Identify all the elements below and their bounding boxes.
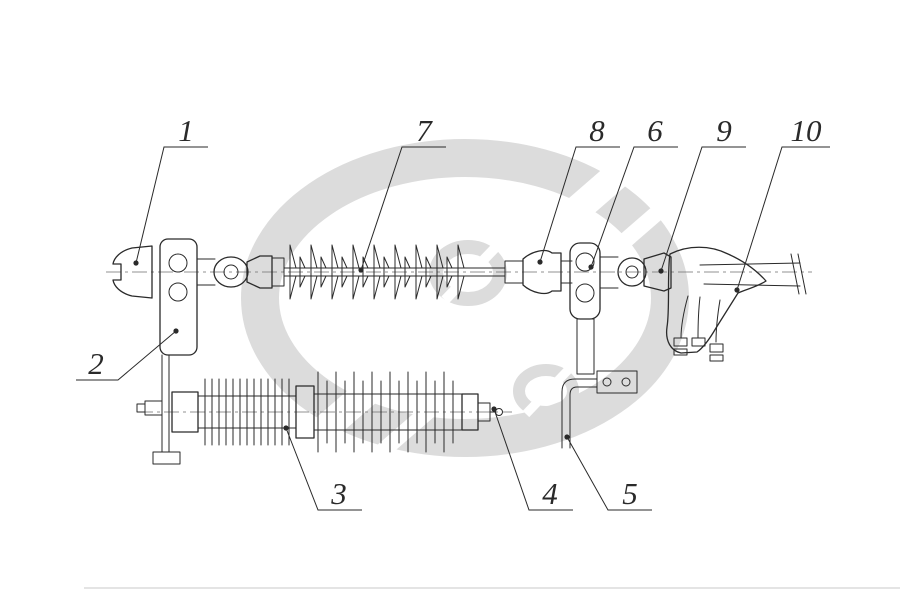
callout-5-label: 5 (622, 476, 638, 511)
callout-8-dot (537, 259, 543, 265)
arrester-fins (204, 378, 290, 446)
watermark-swirl (429, 240, 507, 306)
conductor (703, 283, 801, 287)
conductor-break (790, 253, 800, 295)
callout-3-leader (285, 427, 362, 511)
watermark-logo-icon (241, 137, 708, 481)
callout-9-leader (660, 146, 746, 272)
callout-3-dot (283, 425, 289, 431)
watermark-swirl (513, 364, 579, 418)
callout-9-label: 9 (716, 113, 732, 148)
conductor-break (797, 253, 807, 295)
anchor-clamp (112, 245, 153, 299)
callout-4-dot (491, 406, 497, 412)
fitting-collar (271, 257, 285, 287)
watermark-cut (522, 364, 574, 418)
callout-1-leader (135, 146, 208, 264)
callout-3-label: 3 (330, 476, 347, 511)
bolt-hole (168, 253, 188, 273)
hanger-strap (576, 318, 595, 375)
ground-lead (561, 370, 638, 449)
anchor-clamp-body (112, 245, 153, 299)
arrester-flange (295, 385, 315, 439)
conductor (699, 262, 801, 266)
plate-foot (152, 451, 181, 465)
suspension-clamp (665, 246, 807, 362)
arrester-fins (326, 380, 454, 444)
callout-6-dot (588, 264, 594, 270)
yoke-plate (569, 242, 601, 375)
bolt-hole (575, 252, 595, 272)
watermark-ring (241, 139, 689, 457)
nut (673, 337, 688, 347)
bell-fitting (522, 249, 562, 295)
clamp-body (665, 246, 767, 354)
bolt-hole (575, 283, 595, 303)
mount-bolt-head (136, 403, 146, 413)
callout-9-dot (658, 268, 664, 274)
pin-hole (625, 265, 639, 279)
callout-leaders (76, 146, 830, 511)
callout-7-leader (360, 146, 446, 271)
callout-10-dot (734, 287, 740, 293)
callout-1-dot (133, 260, 139, 266)
end-fitting-left (246, 255, 273, 289)
callout-4-leader (493, 408, 573, 511)
callout-4-label: 4 (542, 476, 558, 511)
callout-10-label: 10 (791, 113, 823, 148)
mounting-plate (136, 238, 198, 465)
callout-5-dot (564, 434, 570, 440)
clamp-bolt (602, 377, 612, 387)
lead-tube (569, 386, 598, 449)
nut (673, 348, 688, 356)
plate-body (159, 238, 198, 356)
clamp-bolt (621, 377, 631, 387)
callout-2-dot (173, 328, 179, 334)
u-bolt (680, 295, 701, 339)
callout-8-leader (539, 146, 620, 263)
clevis-link (599, 252, 672, 292)
nut (709, 354, 724, 362)
callout-7-label: 7 (416, 113, 433, 148)
callout-10-leader (736, 146, 830, 291)
lead-tube (561, 378, 598, 449)
callout-2-leader (76, 330, 177, 381)
callout-1-label: 1 (178, 113, 194, 148)
mount-bolt (144, 400, 163, 416)
watermark-cut (441, 244, 499, 304)
nut (691, 337, 706, 347)
watermark-cut (350, 167, 708, 481)
eye-link (213, 256, 249, 288)
arrester-fins (317, 371, 445, 453)
pin-boss (617, 257, 647, 287)
callout-5-leader (566, 436, 652, 511)
eye-link-hole (223, 264, 239, 280)
nut (709, 343, 724, 353)
callout-6-leader (590, 146, 678, 268)
bolt-hole (168, 282, 188, 302)
u-bolt (715, 299, 721, 343)
callout-8-label: 8 (589, 113, 605, 148)
arrester-end-cap (171, 391, 199, 433)
lead-clamp (596, 370, 638, 394)
link-body (643, 252, 672, 292)
callout-2-label: 2 (88, 346, 104, 381)
callout-6-label: 6 (647, 113, 663, 148)
surge-arrester (171, 371, 479, 453)
callout-7-dot (358, 267, 364, 273)
